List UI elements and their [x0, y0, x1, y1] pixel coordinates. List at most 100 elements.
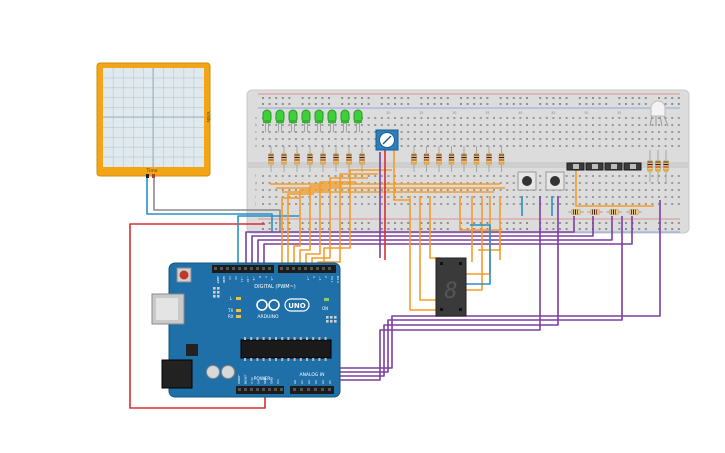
breadboard-hole[interactable]: [671, 138, 674, 140]
wire-purple-a0[interactable]: [300, 196, 541, 381]
breadboard-hole[interactable]: [486, 175, 489, 177]
power-header[interactable]: [236, 386, 284, 394]
breadboard-hole[interactable]: [592, 189, 594, 191]
breadboard-hole[interactable]: [433, 124, 436, 126]
breadboard-hole[interactable]: [466, 124, 469, 126]
green-led[interactable]: [327, 109, 337, 132]
breadboard-rail-hole[interactable]: [519, 228, 522, 230]
breadboard-hole[interactable]: [374, 182, 377, 184]
breadboard-hole[interactable]: [565, 145, 568, 147]
breadboard-hole[interactable]: [611, 203, 614, 205]
breadboard-hole[interactable]: [281, 189, 284, 191]
breadboard-hole[interactable]: [585, 124, 588, 126]
breadboard-hole[interactable]: [374, 117, 377, 119]
resistor[interactable]: [359, 146, 365, 172]
breadboard-rail-hole[interactable]: [387, 97, 390, 99]
breadboard-hole[interactable]: [598, 196, 601, 198]
breadboard-hole[interactable]: [394, 182, 396, 184]
breadboard-rail-hole[interactable]: [638, 103, 641, 105]
breadboard-hole[interactable]: [268, 131, 271, 133]
breadboard-hole[interactable]: [552, 203, 555, 205]
breadboard-hole[interactable]: [295, 196, 297, 198]
breadboard-rail-hole[interactable]: [301, 222, 304, 224]
breadboard-rail-hole[interactable]: [268, 222, 271, 224]
breadboard-rail-hole[interactable]: [341, 103, 344, 105]
breadboard-hole[interactable]: [262, 138, 264, 140]
breadboard-hole[interactable]: [400, 189, 403, 191]
breadboard-hole[interactable]: [354, 203, 357, 205]
breadboard-rail-hole[interactable]: [308, 97, 311, 99]
breadboard-hole[interactable]: [479, 196, 482, 198]
resistor[interactable]: [436, 146, 442, 172]
breadboard-hole[interactable]: [479, 182, 482, 184]
pushbutton-1[interactable]: [517, 171, 537, 191]
breadboard-hole[interactable]: [479, 131, 482, 133]
breadboard-hole[interactable]: [394, 203, 396, 205]
breadboard-rail-hole[interactable]: [598, 228, 601, 230]
breadboard-hole[interactable]: [651, 182, 654, 184]
breadboard-hole[interactable]: [565, 203, 568, 205]
wire-orange-8[interactable]: [323, 169, 392, 268]
breadboard-rail-hole[interactable]: [446, 228, 449, 230]
breadboard-hole[interactable]: [453, 189, 456, 191]
breadboard-rail-hole[interactable]: [275, 97, 278, 99]
breadboard-hole[interactable]: [354, 124, 357, 126]
breadboard-hole[interactable]: [671, 182, 674, 184]
breadboard-rail-hole[interactable]: [433, 228, 436, 230]
breadboard-hole[interactable]: [638, 138, 641, 140]
breadboard-rail-hole[interactable]: [605, 97, 608, 99]
breadboard-hole[interactable]: [413, 138, 416, 140]
breadboard-hole[interactable]: [486, 138, 489, 140]
breadboard-hole[interactable]: [506, 138, 509, 140]
breadboard-hole[interactable]: [374, 175, 377, 177]
breadboard-hole[interactable]: [334, 175, 337, 177]
breadboard-hole[interactable]: [598, 124, 601, 126]
breadboard-hole[interactable]: [506, 124, 509, 126]
breadboard-hole[interactable]: [275, 182, 278, 184]
breadboard-hole[interactable]: [585, 182, 588, 184]
breadboard-hole[interactable]: [367, 203, 370, 205]
breadboard-hole[interactable]: [631, 196, 634, 198]
breadboard-hole[interactable]: [460, 175, 462, 177]
breadboard-rail-hole[interactable]: [288, 97, 291, 99]
breadboard-rail-hole[interactable]: [361, 228, 363, 230]
breadboard-rail-hole[interactable]: [380, 228, 383, 230]
breadboard-hole[interactable]: [565, 117, 568, 119]
resistor[interactable]: [448, 146, 455, 172]
breadboard-rail-hole[interactable]: [347, 103, 350, 105]
breadboard-hole[interactable]: [545, 138, 548, 140]
breadboard-hole[interactable]: [592, 145, 594, 147]
breadboard-hole[interactable]: [605, 124, 608, 126]
breadboard-hole[interactable]: [605, 117, 608, 119]
breadboard-hole[interactable]: [493, 196, 495, 198]
breadboard-rail-hole[interactable]: [420, 103, 423, 105]
breadboard-rail-hole[interactable]: [625, 97, 627, 99]
breadboard-hole[interactable]: [460, 203, 462, 205]
breadboard-hole[interactable]: [512, 117, 515, 119]
breadboard-rail-hole[interactable]: [625, 222, 627, 224]
breadboard-hole[interactable]: [446, 117, 449, 119]
breadboard-hole[interactable]: [545, 117, 548, 119]
breadboard-hole[interactable]: [644, 131, 647, 133]
breadboard-hole[interactable]: [559, 145, 561, 147]
breadboard-hole[interactable]: [413, 175, 416, 177]
breadboard-rail-hole[interactable]: [347, 97, 350, 99]
resistor[interactable]: [498, 146, 505, 172]
breadboard-hole[interactable]: [512, 182, 515, 184]
breadboard-hole[interactable]: [321, 182, 324, 184]
breadboard-hole[interactable]: [380, 196, 383, 198]
breadboard-hole[interactable]: [308, 145, 311, 147]
breadboard-hole[interactable]: [539, 182, 542, 184]
breadboard-hole[interactable]: [374, 189, 377, 191]
breadboard-hole[interactable]: [559, 131, 561, 133]
breadboard-hole[interactable]: [427, 196, 429, 198]
breadboard-hole[interactable]: [341, 138, 344, 140]
breadboard-hole[interactable]: [473, 182, 476, 184]
breadboard-hole[interactable]: [578, 145, 581, 147]
breadboard-hole[interactable]: [618, 175, 621, 177]
breadboard-hole[interactable]: [361, 196, 363, 198]
breadboard-rail-hole[interactable]: [387, 228, 390, 230]
breadboard-hole[interactable]: [341, 182, 344, 184]
breadboard-rail-hole[interactable]: [486, 222, 489, 224]
breadboard-rail-hole[interactable]: [618, 222, 621, 224]
